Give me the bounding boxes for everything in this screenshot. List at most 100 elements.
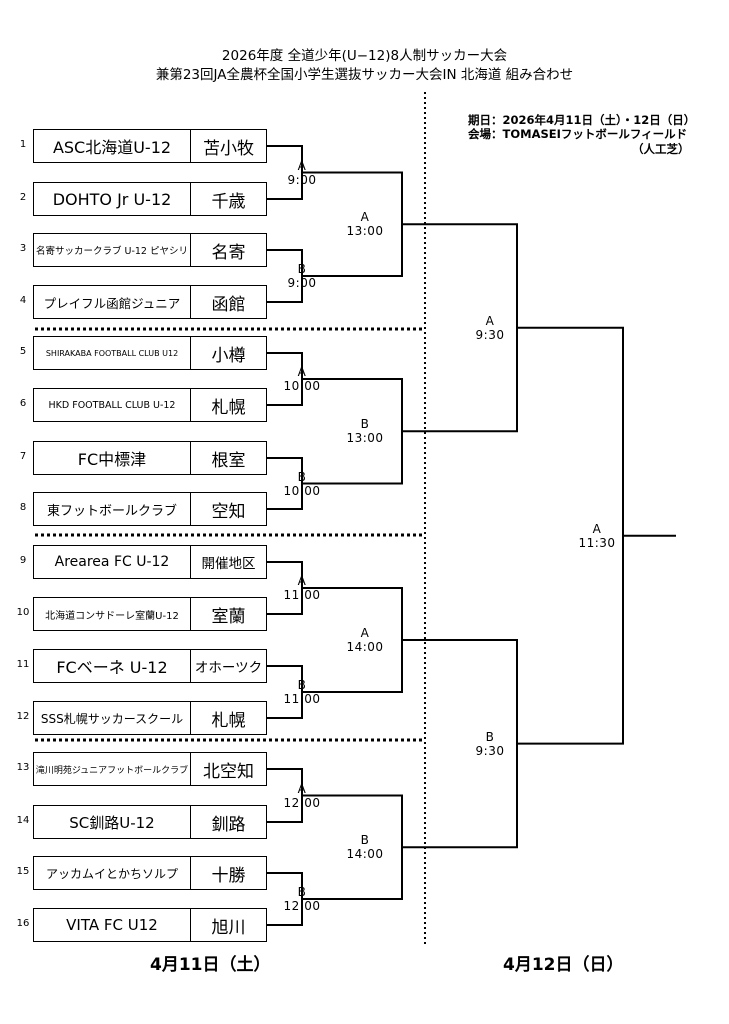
match-time: 13:00 (346, 224, 384, 239)
match-time: 9:30 (475, 743, 505, 758)
seed-number: 4 (19, 295, 27, 306)
team-slot: 北海道コンサドーレ室蘭U-12 室蘭 (33, 597, 267, 631)
match-time: 9:00 (287, 172, 317, 187)
seed-number: 3 (19, 243, 27, 254)
seed-number: 5 (19, 346, 27, 357)
match-court: B (297, 262, 307, 276)
team-area: 十勝 (211, 865, 246, 886)
team-name: ASC北海道U-12 (34, 130, 191, 162)
team-name: アッカムイとかちソルプ (34, 857, 191, 889)
match-time: 11:00 (283, 692, 321, 706)
match-time: 14:00 (346, 640, 384, 654)
team-name: Arearea FC U-12 (34, 546, 191, 578)
venue-text: 会場：TOMASEIフットボールフィールド (468, 127, 688, 141)
team-name: HKD FOOTBALL CLUB U-12 (34, 389, 191, 421)
team-name: プレイフル函館ジュニア (34, 286, 191, 318)
seed-number: 1 (19, 139, 27, 150)
match-court: A (592, 521, 602, 536)
team-slot: 滝川明苑ジュニアフットボールクラブ北空知 (33, 752, 267, 786)
team-name: 滝川明苑ジュニアフットボールクラブ (34, 753, 191, 785)
match-time: 9:30 (475, 327, 505, 342)
team-area: 千歳 (211, 191, 246, 212)
team-name: VITA FC U12 (34, 909, 191, 941)
team-area: 空知 (211, 501, 246, 522)
team-area: 釧路 (211, 814, 246, 835)
team-name: 東フットボールクラブ (34, 493, 191, 525)
schedule-text: 期日：2026年4月11日（土）・12日（日） (468, 113, 696, 127)
seed-number: 9 (19, 555, 27, 566)
seed-number: 15 (16, 866, 30, 877)
seed-number: 13 (16, 762, 30, 773)
match-court: A (297, 574, 307, 588)
team-area: 函館 (211, 294, 246, 315)
team-name: 北海道コンサドーレ室蘭U-12 (34, 598, 191, 630)
team-slot: SHIRAKABA FOOTBALL CLUB U12 小樽 (33, 336, 267, 370)
match-court: B (360, 833, 370, 848)
team-slot: 東フットボールクラブ空知 (33, 492, 267, 526)
tournament-subtitle: 兼第23回JA全農杯全国小学生選抜サッカー大会IN 北海道 組み合わせ (155, 67, 574, 83)
match-time: 10:00 (283, 379, 321, 393)
team-slot: 名寄サッカークラブ U-12 ピヤシリ名寄 (33, 233, 267, 267)
match-court: B (485, 729, 495, 744)
tournament-title: 2026年度 全道少年(U−12)8人制サッカー大会 (221, 48, 508, 64)
match-court: A (485, 313, 495, 328)
seed-number: 14 (16, 815, 30, 826)
team-area: 苫小牧 (203, 138, 254, 159)
match-time: 11:00 (283, 588, 321, 602)
team-name: SC釧路U-12 (34, 806, 191, 838)
team-slot: DOHTO Jr U-12 千歳 (33, 182, 267, 216)
match-court: A (360, 210, 370, 225)
team-slot: SC釧路U-12 釧路 (33, 805, 267, 839)
team-area: 開催地区 (201, 556, 256, 572)
match-time: 12:00 (283, 899, 321, 913)
match-court: B (297, 469, 307, 484)
team-area: 室蘭 (211, 606, 246, 627)
match-time: 11:30 (578, 535, 616, 550)
seed-number: 8 (19, 502, 27, 513)
match-court: B (297, 885, 307, 899)
team-slot: SSS札幌サッカースクール札幌 (33, 701, 267, 735)
team-slot: プレイフル函館ジュニア函館 (33, 285, 267, 319)
team-area: 小樽 (211, 345, 246, 366)
team-area: 札幌 (211, 710, 246, 731)
seed-number: 7 (19, 451, 27, 462)
team-area: 根室 (211, 450, 246, 471)
team-name: SHIRAKABA FOOTBALL CLUB U12 (34, 337, 191, 369)
team-name: FC中標津 (34, 442, 191, 474)
match-court: A (297, 158, 307, 173)
team-slot: アッカムイとかちソルプ十勝 (33, 856, 267, 890)
seed-number: 10 (16, 607, 30, 618)
team-slot: ASC北海道U-12 苫小牧 (33, 129, 267, 163)
day2-label: 4月12日（日） (503, 955, 624, 975)
team-name: DOHTO Jr U-12 (34, 183, 191, 215)
match-court: B (297, 678, 307, 692)
match-time: 13:00 (346, 431, 384, 446)
match-time: 12:00 (283, 795, 321, 810)
seed-number: 11 (16, 659, 30, 670)
team-slot: HKD FOOTBALL CLUB U-12 札幌 (33, 388, 267, 422)
seed-number: 6 (19, 398, 27, 409)
match-court: A (297, 781, 307, 796)
team-area: 北空知 (203, 761, 254, 782)
seed-number: 2 (19, 192, 27, 203)
team-name: FCベーネ U-12 (34, 650, 191, 682)
match-time: 14:00 (346, 847, 384, 862)
team-name: 名寄サッカークラブ U-12 ピヤシリ (34, 234, 191, 266)
match-court: A (360, 626, 370, 640)
seed-number: 16 (16, 918, 30, 929)
seed-number: 12 (16, 711, 30, 722)
team-area: 札幌 (211, 397, 246, 418)
match-court: A (297, 365, 307, 379)
